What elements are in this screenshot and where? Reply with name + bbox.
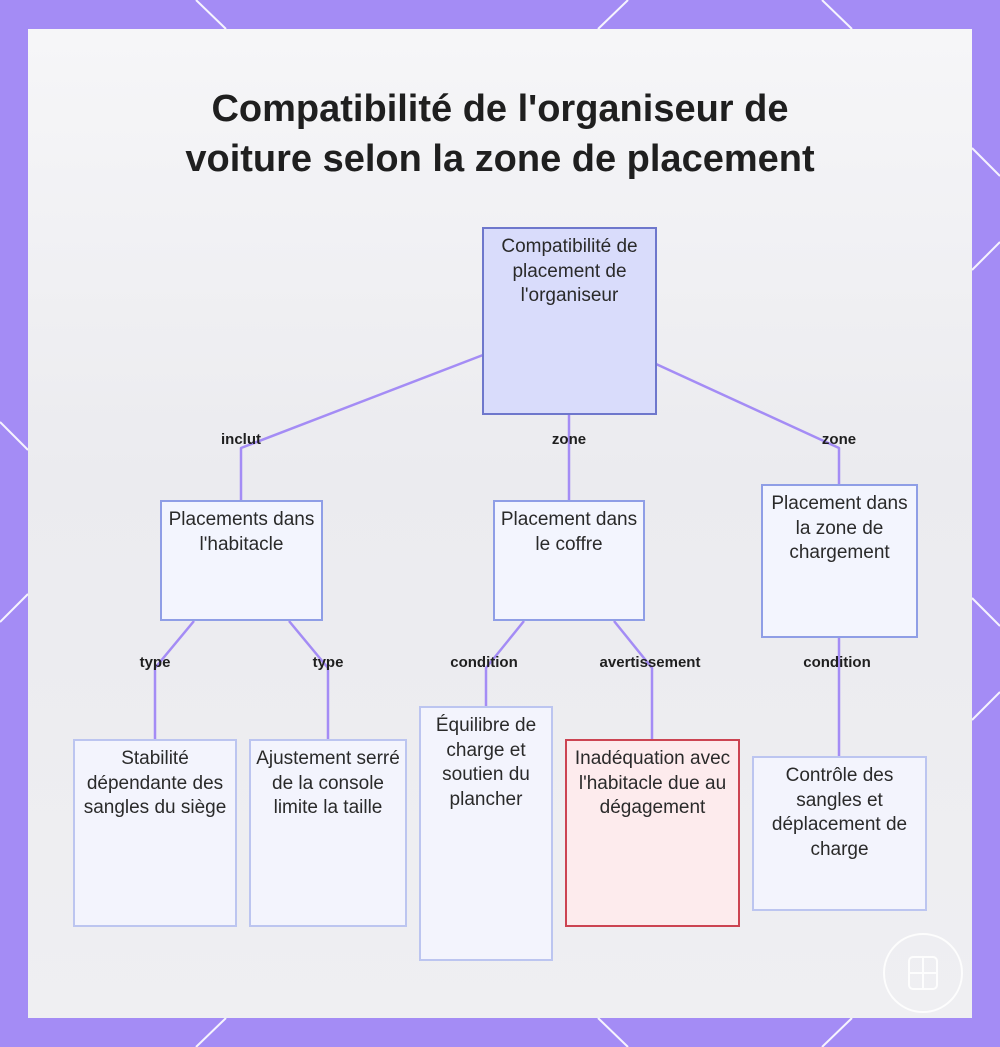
edge-label-type-seat: type: [139, 654, 171, 671]
edge-trunk-balance: [484, 620, 525, 706]
node-strap-check: Contrôle des sangles et déplacement de c…: [752, 756, 927, 911]
edge-label-zone-trunk: zone: [551, 431, 587, 448]
diagram-title: Compatibilité de l'organiseur de voiture…: [28, 84, 972, 184]
node-trunk: Placement dans le coffre: [493, 500, 645, 621]
edge-label-avertissement: avertissement: [599, 654, 701, 671]
edge-cabin-console: [288, 620, 330, 739]
edge-label-type-console: type: [312, 654, 344, 671]
node-cargo: Placement dans la zone de chargement: [761, 484, 918, 638]
node-seat-straps: Stabilité dépendante des sangles du sièg…: [73, 739, 237, 927]
title-line-1: Compatibilité de l'organiseur de: [211, 88, 789, 130]
edge-root-cargo: [655, 362, 841, 484]
edge-label-inclut: inclut: [221, 431, 261, 448]
node-cabin: Placements dans l'habitacle: [160, 500, 323, 621]
edge-cabin-seat: [153, 620, 195, 739]
edge-label-condition-cargo: condition: [803, 654, 871, 671]
node-root: Compatibilité de placement de l'organise…: [482, 227, 657, 415]
node-mismatch-warning: Inadéquation avec l'habitacle due au dég…: [565, 739, 740, 927]
node-load-balance: Équilibre de charge et soutien du planch…: [419, 706, 553, 961]
node-console: Ajustement serré de la console limite la…: [249, 739, 407, 927]
edge-trunk-mismatch: [613, 620, 654, 739]
logo-badge-icon: [883, 933, 963, 1013]
title-line-2: voiture selon la zone de placement: [185, 138, 815, 180]
edge-label-condition-trunk: condition: [450, 654, 518, 671]
edge-label-zone-cargo: zone: [821, 431, 857, 448]
edge-root-cabin: [239, 353, 484, 500]
